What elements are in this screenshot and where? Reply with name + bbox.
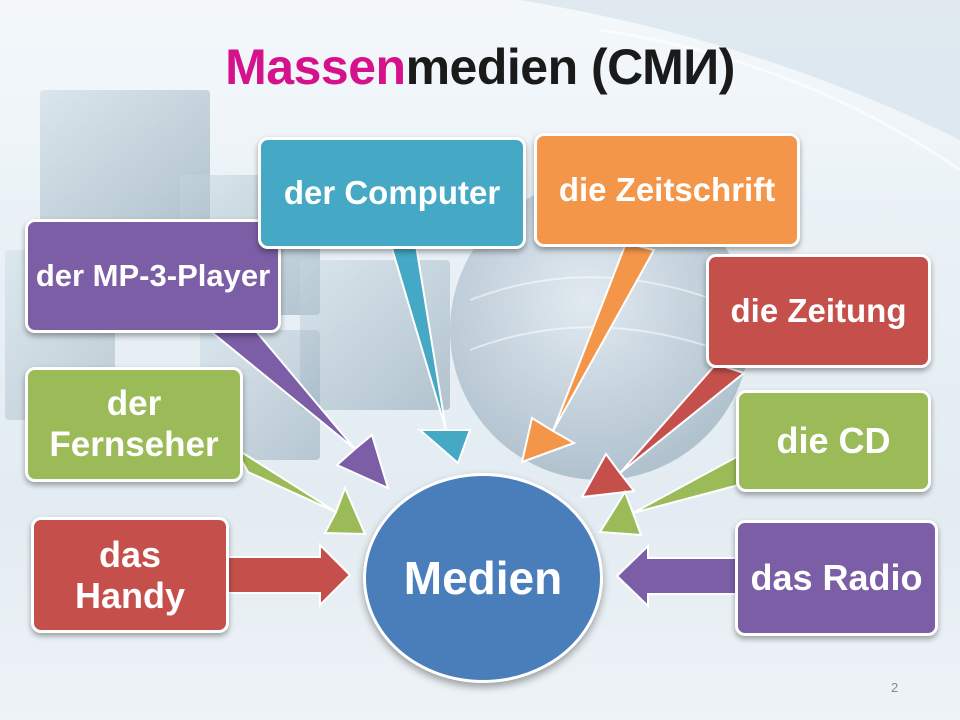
center-node-label: Medien bbox=[403, 552, 563, 604]
page-number: 2 bbox=[891, 680, 899, 695]
node-zeitschrift: die Zeitschrift bbox=[534, 133, 800, 247]
node-zeitung: die Zeitung bbox=[706, 254, 931, 368]
node-cd-label: die CD bbox=[776, 420, 891, 462]
node-cd: die CD bbox=[736, 390, 931, 492]
node-fernseher-label: der Fernseher bbox=[49, 384, 219, 464]
slide-title: Massenmedien (СМИ) bbox=[0, 38, 960, 96]
node-handy: das Handy bbox=[31, 517, 229, 633]
node-fernseher: der Fernseher bbox=[25, 367, 243, 482]
node-zeitung-label: die Zeitung bbox=[730, 292, 907, 330]
node-mp3-player-label: der MP-3-Player bbox=[35, 258, 271, 294]
node-zeitschrift-label: die Zeitschrift bbox=[558, 171, 776, 209]
title-rest: medien (СМИ) bbox=[405, 39, 736, 95]
node-radio-label: das Radio bbox=[750, 557, 923, 599]
arrow-zeitung bbox=[580, 362, 747, 499]
node-mp3-player: der MP-3-Player bbox=[25, 219, 281, 333]
arrow-cd bbox=[598, 452, 752, 537]
node-computer: der Computer bbox=[258, 137, 526, 249]
arrow-radio bbox=[615, 543, 739, 609]
arrow-computer bbox=[389, 244, 472, 465]
arrow-fernseher bbox=[232, 445, 367, 536]
node-radio: das Radio bbox=[735, 520, 938, 636]
title-accent: Massen bbox=[225, 39, 406, 95]
arrow-zeitschrift bbox=[520, 241, 656, 464]
arrow-handy bbox=[227, 542, 352, 608]
node-computer-label: der Computer bbox=[283, 174, 501, 212]
node-handy-label: das Handy bbox=[74, 533, 186, 616]
center-node-medien: Medien bbox=[363, 473, 603, 683]
